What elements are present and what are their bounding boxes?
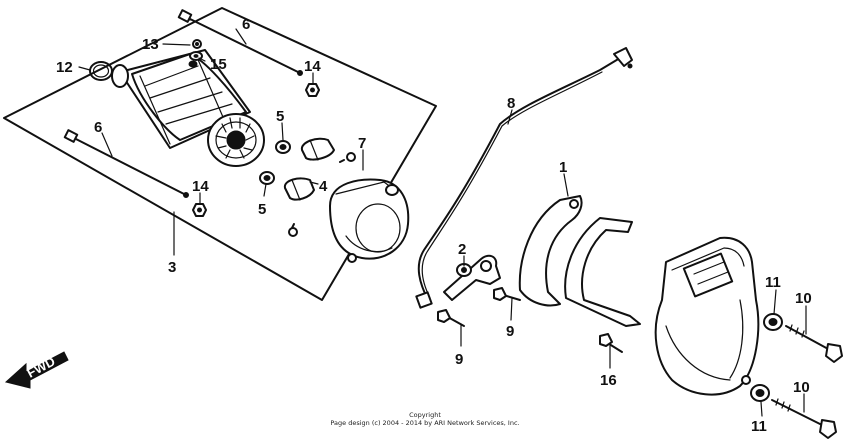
long-bolt-lower [63, 129, 189, 198]
callouts: 1 2 3 4 5 5 6 6 7 8 9 9 10 10 11 11 12 1… [56, 16, 812, 435]
copyright-line-2: Page design (c) 2004 - 2014 by ARI Netwo… [330, 419, 519, 427]
callout-15: 15 [210, 56, 227, 73]
callout-12: 12 [56, 59, 73, 76]
bolt-16 [599, 333, 623, 353]
callout-7: 7 [358, 135, 366, 152]
nut-lower [192, 203, 207, 217]
bolt-10-lower [771, 398, 837, 439]
callout-9-right: 9 [506, 323, 514, 340]
callout-14-lower: 14 [192, 178, 209, 195]
washer-lower [750, 384, 770, 402]
brush-upper [275, 140, 291, 154]
copyright-line-1: Copyright [409, 411, 441, 419]
callout-11-upper: 11 [765, 274, 781, 291]
callout-10-upper: 10 [795, 290, 812, 307]
starter-assembly-frame [3, 7, 437, 301]
callout-13: 13 [142, 36, 159, 53]
fwd-arrow-icon: FWD [4, 351, 69, 389]
fwd-label: FWD [24, 354, 57, 381]
brush-lower [259, 171, 275, 185]
callout-1: 1 [559, 159, 567, 176]
o-ring [89, 61, 113, 81]
washer-upper [763, 313, 783, 331]
callout-10-lower: 10 [793, 379, 810, 396]
rear-cover [329, 178, 410, 263]
small-bracket [443, 254, 501, 301]
small-screw-lower [288, 223, 298, 237]
starter-cable [415, 47, 633, 309]
callout-8: 8 [507, 95, 515, 112]
callout-14-upper: 14 [304, 58, 321, 75]
leader-lines [78, 28, 807, 417]
starter-motor [111, 49, 265, 167]
callout-11-lower: 11 [751, 418, 767, 435]
callout-3: 3 [168, 259, 176, 276]
bolt-9-right [493, 287, 521, 301]
callout-9-left: 9 [455, 351, 463, 368]
sprocket-cover [654, 236, 760, 396]
callout-16: 16 [600, 372, 617, 389]
callout-2: 2 [458, 241, 466, 258]
callout-4: 4 [319, 178, 328, 195]
callout-6-lower: 6 [94, 119, 102, 136]
small-screw-upper [339, 152, 356, 163]
copyright-notice: Copyright Page design (c) 2004 - 2014 by… [330, 411, 519, 427]
callout-6-upper: 6 [242, 16, 250, 33]
callout-5-lower: 5 [258, 201, 266, 218]
bolt-9-left [437, 309, 465, 327]
terminal-nut [192, 39, 202, 49]
brush-holder [283, 137, 335, 201]
cover-bracket [518, 195, 641, 327]
nut-upper [305, 83, 320, 97]
long-bolt-upper [177, 9, 303, 76]
callout-5-upper: 5 [276, 108, 284, 125]
bolt-10-upper [785, 324, 843, 363]
